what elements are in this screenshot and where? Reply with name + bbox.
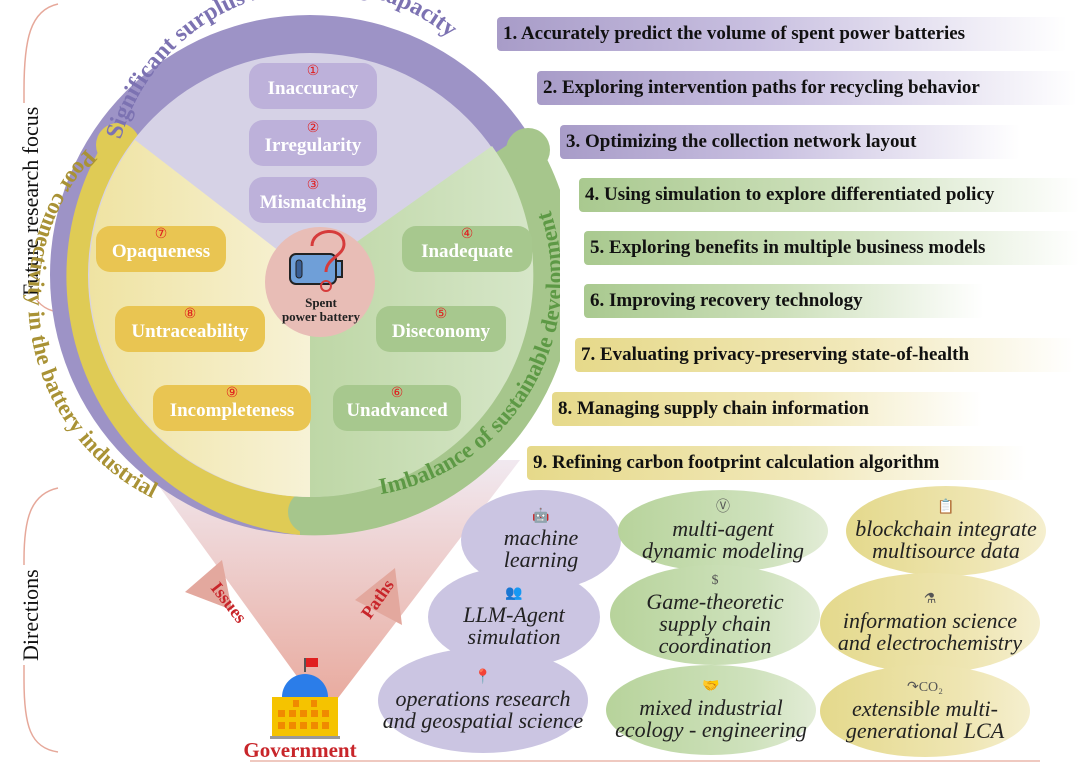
bottom-divider xyxy=(250,760,1040,762)
focus-item-2: 2. Exploring intervention paths for recy… xyxy=(537,71,1077,105)
government-building-icon xyxy=(270,658,340,739)
group-icon: 👥 xyxy=(505,586,523,601)
focus-item-7: 7. Evaluating privacy-preserving state-o… xyxy=(575,338,1075,372)
ledger-icon: 📋 xyxy=(937,500,955,515)
focus-item-8: 8. Managing supply chain information xyxy=(552,392,982,426)
focus-item-3: 3. Optimizing the collection network lay… xyxy=(560,125,1020,159)
map-pin-icon: 📍 xyxy=(474,669,492,685)
money-plant-icon: $ xyxy=(711,573,719,588)
ring-cap-right xyxy=(506,128,550,172)
issues-arrow xyxy=(185,560,232,610)
versus-icon: Ⓥ xyxy=(716,500,730,515)
focus-item-1: 1. Accurately predict the volume of spen… xyxy=(497,17,1067,51)
paths-arrow xyxy=(355,568,402,625)
co2-icon: ↷CO₂ xyxy=(906,680,944,695)
handshake-icon: 🤝 xyxy=(702,679,720,694)
center-label-line2: power battery xyxy=(282,309,361,324)
government-label: Government xyxy=(243,738,356,762)
focus-item-5: 5. Exploring benefits in multiple busine… xyxy=(584,231,1080,265)
center-label-line1: Spent xyxy=(305,295,337,310)
focus-item-6: 6. Improving recovery technology xyxy=(584,284,984,318)
direction-lca: ↷CO₂ extensible multi-generational LCA xyxy=(820,665,1030,757)
battery-question-icon xyxy=(289,230,346,292)
ring-cap-bottom xyxy=(288,490,332,534)
focus-item-9: 9. Refining carbon footprint calculation… xyxy=(527,446,1027,480)
focus-item-4: 4. Using simulation to explore different… xyxy=(579,178,1080,212)
robot-icon: 🤖 xyxy=(532,509,550,524)
factory-icon: ⚗ xyxy=(923,592,937,607)
